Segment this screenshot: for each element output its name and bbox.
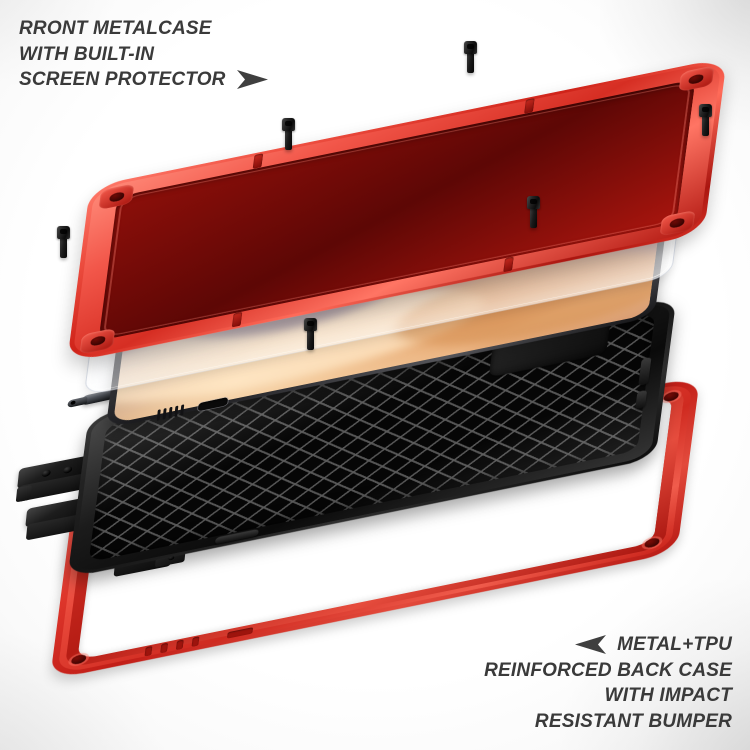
speaker-grill-slot-4 <box>174 405 178 418</box>
hex-screw-3 <box>282 118 295 150</box>
callout-bottom-line-2: REINFORCED BACK CASE <box>484 659 732 681</box>
callout-bottom-line-3: WITH IMPACT <box>604 685 732 706</box>
hex-screw-head-4 <box>527 196 540 209</box>
hex-screw-shaft-6 <box>307 331 314 350</box>
hex-screw-5 <box>57 226 70 258</box>
speaker-grill-slot-1 <box>156 409 161 421</box>
callout-top-line-3: SCREEN PROTECTOR <box>19 69 226 90</box>
speaker-grill-slot-5 <box>180 404 184 416</box>
hex-screw-head-1 <box>464 41 477 54</box>
hex-screw-6 <box>304 318 317 350</box>
callout-bottom-line-1: METAL+TPU <box>617 634 732 655</box>
stylus-tip <box>67 395 88 408</box>
arrow-right-icon <box>236 70 268 90</box>
front-metalcase-callout: RRONT METALCASE WITH BUILT-IN SCREEN PRO… <box>19 16 269 93</box>
callout-bottom-line-4: RESISTANT BUMPER <box>534 710 732 732</box>
hex-screw-shaft-2 <box>702 117 709 136</box>
hex-screw-head-3 <box>282 118 295 131</box>
hex-screw-head-2 <box>699 104 712 117</box>
hex-screw-shaft-4 <box>530 209 537 228</box>
arrow-left-icon <box>575 635 607 655</box>
hex-screw-shaft-1 <box>467 54 474 73</box>
hex-screw-shaft-3 <box>285 131 292 150</box>
hex-screw-2 <box>699 104 712 136</box>
speaker-grill-slot-3 <box>168 406 173 419</box>
bumper-clip-tab <box>15 484 32 503</box>
back-case-callout: METAL+TPU REINFORCED BACK CASE WITH IMPA… <box>484 632 732 734</box>
hex-screw-1 <box>464 41 477 73</box>
hex-screw-4 <box>527 196 540 228</box>
callout-top-line-2: WITH BUILT-IN <box>19 43 155 65</box>
callout-top-line-1: RRONT METALCASE <box>19 18 212 39</box>
speaker-grill-slot-2 <box>162 408 167 420</box>
usb-c-port <box>197 397 229 412</box>
hex-screw-shaft-5 <box>60 239 67 258</box>
hex-screw-head-6 <box>304 318 317 331</box>
hex-screw-head-5 <box>57 226 70 239</box>
